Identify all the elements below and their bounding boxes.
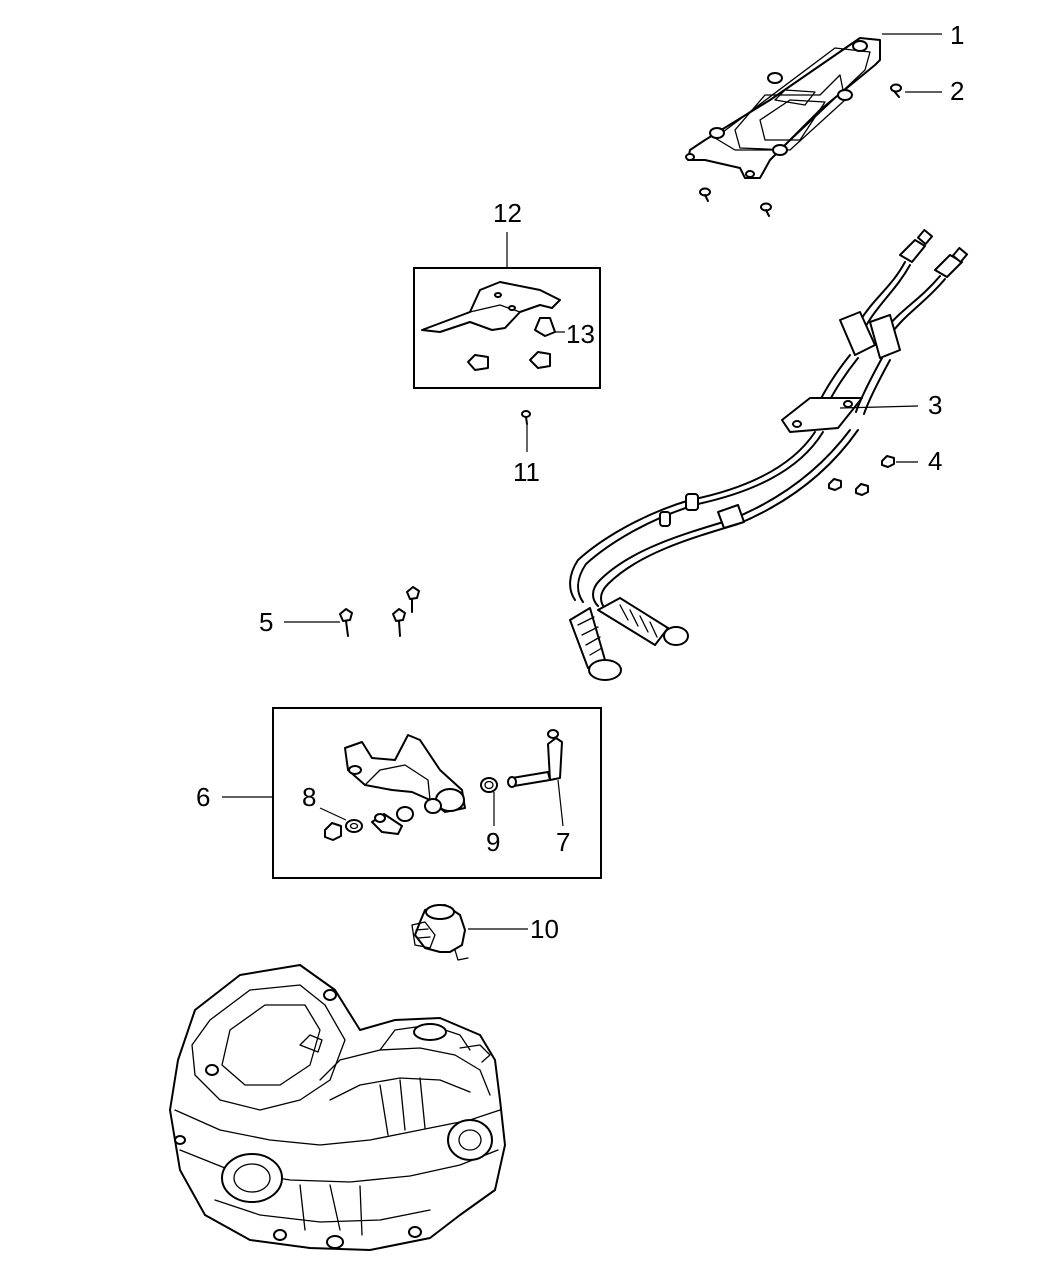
part-13-clip[interactable] [467, 317, 556, 371]
callout-8: 8 [302, 782, 316, 812]
part-6-kit-box [272, 707, 602, 879]
callout-5: 5 [259, 607, 273, 637]
callout-6: 6 [196, 782, 210, 812]
callout-11: 11 [513, 457, 540, 487]
part-11-screw[interactable] [521, 410, 531, 425]
callout-7: 7 [556, 827, 570, 857]
callout-2: 2 [950, 76, 964, 106]
part-6-lever-bracket[interactable] [344, 734, 466, 814]
part-12-bracket[interactable] [421, 281, 561, 333]
part-1-shifter-plate[interactable] [685, 37, 881, 179]
part-2-screw[interactable] [890, 83, 902, 98]
callout-1: 1 [950, 20, 964, 50]
plate-mounting-screw [699, 187, 772, 217]
part-10-mount[interactable] [411, 904, 469, 961]
callout-9: 9 [486, 827, 500, 857]
part-8-washer[interactable] [324, 806, 414, 841]
part-4-nut[interactable] [828, 455, 895, 496]
callout-13: 13 [566, 319, 595, 349]
transmission-housing [169, 964, 506, 1251]
part-9-bushing[interactable] [480, 777, 498, 793]
callout-12: 12 [493, 198, 522, 228]
callout-10: 10 [530, 914, 559, 944]
part-5-bolt[interactable] [339, 586, 420, 637]
part-7-shift-shaft[interactable] [507, 729, 563, 788]
part-3-shift-cable-assembly[interactable] [569, 228, 969, 681]
callout-3: 3 [928, 390, 942, 420]
callout-4: 4 [928, 446, 942, 476]
